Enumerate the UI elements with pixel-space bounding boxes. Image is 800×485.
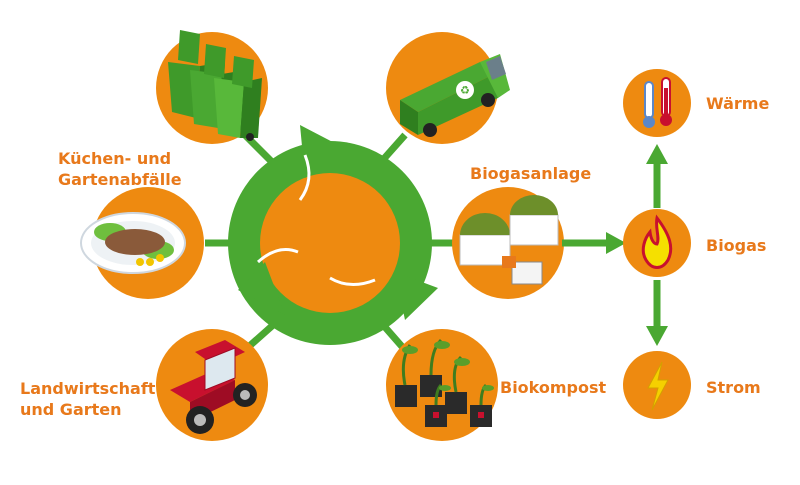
biogas-plant-icon [459,195,559,285]
label-waste-line-2: Gartenabfälle [58,170,182,189]
label-power: Strom [706,378,761,397]
node-food [80,187,204,299]
node-biogas-plant [452,187,564,299]
tractor-icon [170,340,257,434]
recycling-cycle-icon [228,125,438,345]
label-biogas-plant: Biogasanlage [470,164,592,183]
label-waste-line-1: Küchen- und [58,149,172,168]
flow-arrow-up [646,144,668,164]
cycle-gap-1 [298,154,311,201]
label-compost: Biokompost [500,378,607,397]
flow-arrow-right [606,232,626,254]
label-heat: Wärme [706,94,770,113]
label-biogas: Biogas [706,236,767,255]
cycle-gap-3 [256,248,299,264]
node-heat-circle [623,69,691,137]
node-tractor [156,329,268,441]
label-farming-line-2: und Garten [20,400,122,419]
node-compost [386,329,498,441]
label-farming-line-1: Landwirtschaft [20,379,156,398]
cycle-arrow-top [300,125,348,178]
garbage-truck-icon: ♻ [400,54,510,137]
svg-text:♻: ♻ [460,84,470,97]
lightning-icon [647,361,669,411]
node-bins [156,30,268,144]
cycle-arrow-left [238,262,285,315]
cycle-arrow-right [395,272,438,320]
flow-arrow-down [646,326,668,346]
potted-plants-icon [395,338,494,427]
energy-flow [562,69,691,419]
cycle-core [260,173,400,313]
thermometer-icon [643,77,672,128]
food-plate-icon [80,212,186,274]
node-truck: ♻ [386,32,510,144]
cycle-gap-2 [329,276,376,286]
waste-bins-icon [168,30,262,141]
label-farming-garden: Landwirtschaft und Garten [20,378,155,420]
label-kitchen-garden-waste: Küchen- und Gartenabfälle [58,148,182,190]
flame-icon [641,214,673,269]
